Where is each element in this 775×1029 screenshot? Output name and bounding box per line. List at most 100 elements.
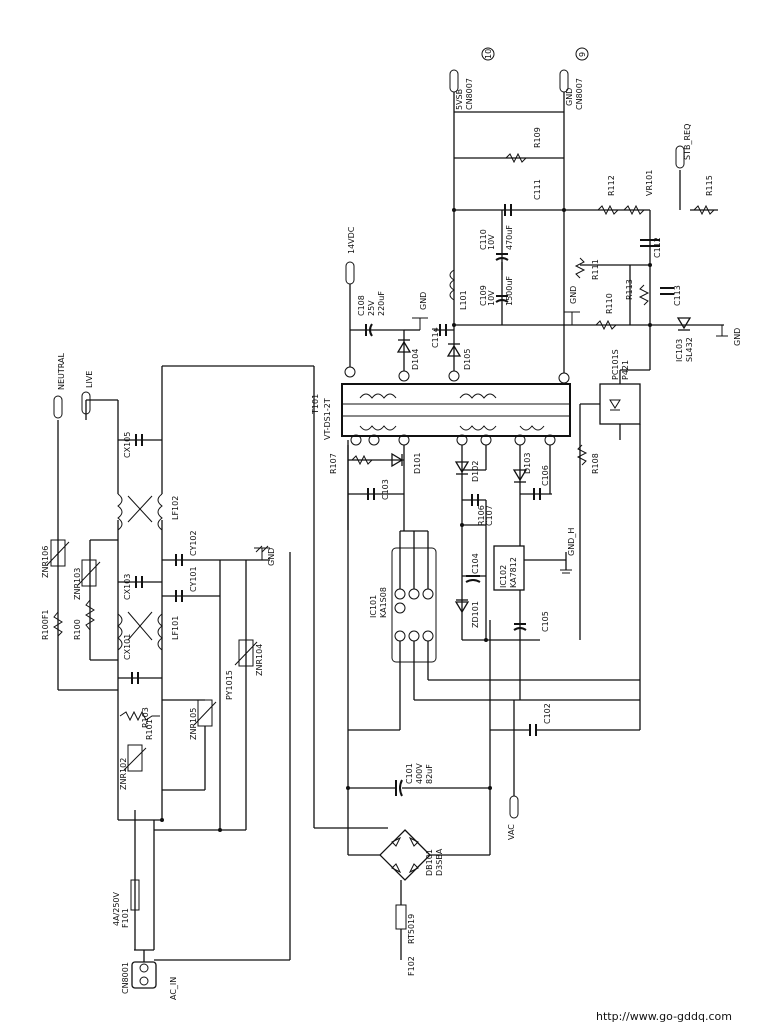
- label-d104: D104: [411, 349, 420, 370]
- label-d102: D102: [471, 461, 480, 482]
- varistor-znr105: [81, 559, 97, 587]
- resistor-r113: [638, 284, 650, 306]
- label-db101: DB101: [425, 849, 434, 876]
- ic102-regulator: [493, 545, 525, 591]
- diode-d104: [396, 340, 412, 353]
- label-c102: C102: [543, 703, 552, 724]
- label-py1015: PY1015: [225, 670, 234, 700]
- label-r107: R107: [329, 453, 338, 474]
- label-c101-v2: 82uF: [425, 764, 434, 784]
- label-c101-v1: 400V: [415, 763, 424, 784]
- label-znr105: ZNR105: [189, 708, 198, 740]
- label-r108: R108: [591, 453, 600, 474]
- transformer-core: [341, 383, 571, 437]
- resistor-r115: [693, 204, 715, 216]
- label-cn8001: CN8001: [121, 962, 130, 994]
- resistor-r111: [574, 257, 586, 279]
- label-c103: C103: [381, 479, 390, 500]
- secondary-output-section: [412, 69, 728, 736]
- label-ic102: IC102: [499, 565, 508, 588]
- label-r109: R109: [533, 127, 542, 148]
- label-c106: C106: [541, 465, 550, 486]
- primary-aux-section: [345, 261, 572, 700]
- label-c113: C113: [673, 285, 682, 306]
- diode-d103: [512, 469, 528, 482]
- component-labels: AC_IN CN8001 F101 4A/250V ZNR102 R101 R1…: [41, 47, 742, 1000]
- v5sb-terminal: [449, 69, 459, 93]
- label-live: LIVE: [85, 371, 94, 388]
- label-r110: R110: [605, 293, 614, 314]
- label-pc101s-val: P421: [621, 360, 630, 380]
- resistor-r100: [85, 599, 95, 631]
- label-f101-val: 4A/250V: [112, 891, 121, 926]
- label-t101: T101: [311, 394, 320, 415]
- label-cx103: CX103: [123, 574, 132, 600]
- label-f102: F102: [407, 956, 416, 976]
- resistor-r109: [505, 152, 527, 164]
- label-r101: R101: [145, 719, 154, 740]
- label-c104: C104: [471, 553, 480, 574]
- ic101-section: [348, 530, 640, 731]
- label-ic103-val: SL432: [685, 337, 694, 362]
- label-c110-v1: 10V: [487, 234, 496, 250]
- label-r106: R106: [477, 505, 486, 526]
- label-c101: C101: [405, 763, 414, 784]
- resistor-r110: [595, 319, 617, 331]
- label-lf101: LF101: [171, 616, 180, 640]
- label-zd101: ZD101: [471, 601, 480, 628]
- label-znr104: ZNR104: [255, 644, 264, 676]
- thermistor-rt5019: [395, 904, 407, 930]
- label-c108-v2: 220uF: [377, 291, 386, 316]
- diode-d101: [391, 452, 404, 468]
- zener-zd101: [454, 601, 470, 614]
- label-gnd-sec: GND: [569, 286, 578, 304]
- label-ic101: IC101: [369, 595, 378, 618]
- label-gnd-right: GND: [733, 328, 742, 346]
- label-db101-val: D3SBA: [435, 848, 444, 876]
- label-pc101s: PC101S: [611, 349, 620, 380]
- label-gnd-h: GND_H: [567, 528, 576, 556]
- line-filter-lf101: [117, 613, 123, 651]
- label-c114: C114: [431, 327, 440, 348]
- label-ic101-val: KA1S08: [379, 587, 388, 618]
- label-14vdc: 14VDC: [347, 226, 356, 254]
- label-cn8007-a: CN8007: [465, 78, 474, 110]
- label-5vsb: 5VSB: [455, 89, 464, 110]
- gnd-terminal: [559, 69, 569, 93]
- vr101-pot: [623, 204, 645, 216]
- label-ic102-val: KA7812: [509, 557, 518, 588]
- diode-d105: [446, 344, 462, 357]
- label-neutral: NEUTRAL: [57, 353, 66, 390]
- label-gnd-out: GND: [565, 88, 574, 106]
- varistor-znr104: [238, 639, 254, 667]
- label-c110-v2: 470uF: [505, 225, 514, 250]
- stb-req-terminal: [675, 145, 685, 169]
- label-d101: D101: [413, 453, 422, 474]
- label-c109-v2: 1500uF: [505, 276, 514, 306]
- resistor-r101: [119, 710, 160, 722]
- label-ic103: IC103: [675, 339, 684, 362]
- neutral-terminal: [53, 395, 63, 419]
- label-r113: R113: [625, 279, 634, 300]
- label-c108: C108: [357, 295, 366, 316]
- label-pin-10: 10: [484, 49, 493, 59]
- label-c110: C110: [479, 229, 488, 250]
- label-c107: C107: [485, 505, 494, 526]
- label-r111: R111: [591, 259, 600, 280]
- watermark-url: http://www.go-gddq.com: [596, 1010, 732, 1023]
- label-gnd-left: GND: [267, 548, 276, 566]
- cn8001-connector: [131, 961, 157, 989]
- label-l101: L101: [459, 290, 468, 310]
- inductor-l101: [449, 269, 455, 301]
- label-c112: C112: [653, 237, 662, 258]
- label-r115: R115: [705, 175, 714, 196]
- label-c109-v1: 10V: [487, 290, 496, 306]
- label-rt5019: RT5019: [407, 914, 416, 944]
- resistor-r106: [576, 444, 588, 466]
- resistor-r107: [351, 454, 373, 466]
- label-znr106: ZNR106: [41, 546, 50, 578]
- label-znr103: ZNR103: [73, 568, 82, 600]
- label-r112: R112: [607, 175, 616, 196]
- bridge-db101: [379, 829, 431, 881]
